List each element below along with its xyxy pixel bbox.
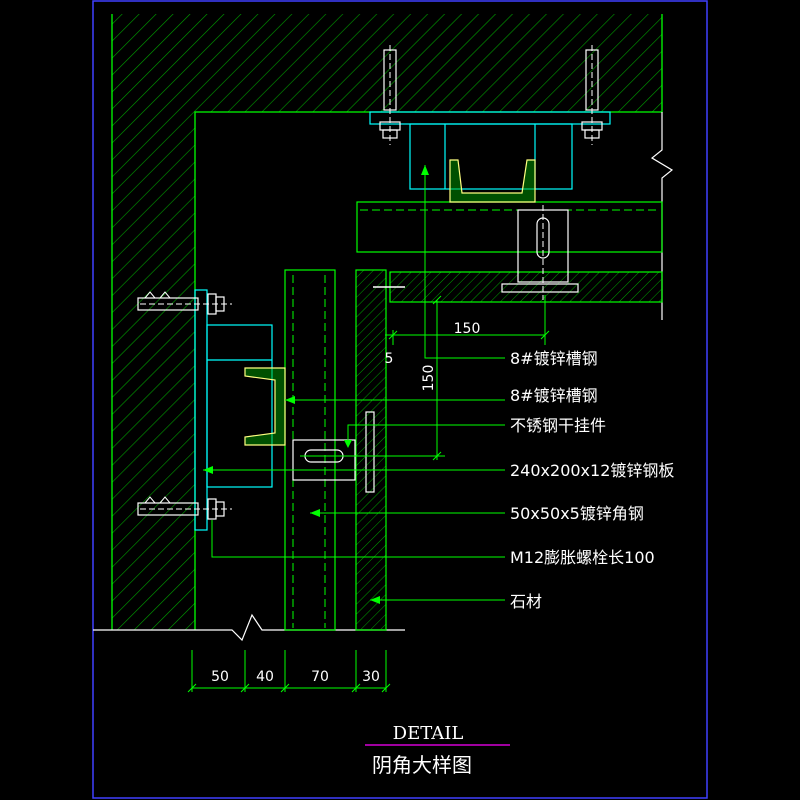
dim-bottom-50: 50	[211, 669, 229, 685]
dim-gap-5: 5	[385, 351, 394, 367]
concrete-wall-hatch	[112, 14, 662, 630]
title-detail: DETAIL	[393, 723, 464, 744]
dimension-lines-internal	[300, 295, 550, 461]
anchor-bolt-top-right	[581, 45, 603, 145]
bottom-dimension-chain	[187, 650, 391, 693]
label-angle-steel: 50x50x5镀锌角钢	[510, 504, 644, 523]
channel-section-left	[244, 367, 286, 446]
drawing-frame	[92, 0, 708, 799]
anchor-bolt-lower-left	[137, 496, 232, 520]
dim-bottom-30: 30	[362, 669, 380, 685]
label-expansion-bolt: M12膨胀螺栓长100	[510, 548, 655, 567]
dim-top-150: 150	[454, 321, 481, 337]
leader-arrows	[203, 165, 429, 604]
steel-plate-left	[194, 289, 208, 531]
dim-bottom-70: 70	[311, 669, 329, 685]
dim-vertical-150: 150	[421, 365, 437, 392]
label-stone: 石材	[510, 592, 542, 611]
leader-lines	[203, 165, 505, 601]
label-channel-steel-2: 8#镀锌槽钢	[510, 386, 598, 405]
anchor-bolt-top-left	[379, 45, 401, 145]
channel-section-top	[449, 159, 536, 203]
angle-steel-left	[206, 324, 273, 488]
anchor-bolt-upper-left	[137, 291, 232, 315]
stone-panel-top	[389, 271, 663, 303]
dim-bottom-40: 40	[256, 669, 274, 685]
angle-steel-top	[409, 123, 573, 190]
steel-plate-top	[369, 111, 611, 125]
title-chinese: 阴角大样图	[372, 753, 472, 777]
label-channel-steel-1: 8#镀锌槽钢	[510, 349, 598, 368]
stone-panel-side	[355, 269, 387, 631]
label-stainless-hanger: 不锈钢干挂件	[510, 416, 606, 435]
label-steel-plate: 240x200x12镀锌钢板	[510, 461, 674, 480]
stainless-hanger-top	[501, 205, 579, 300]
